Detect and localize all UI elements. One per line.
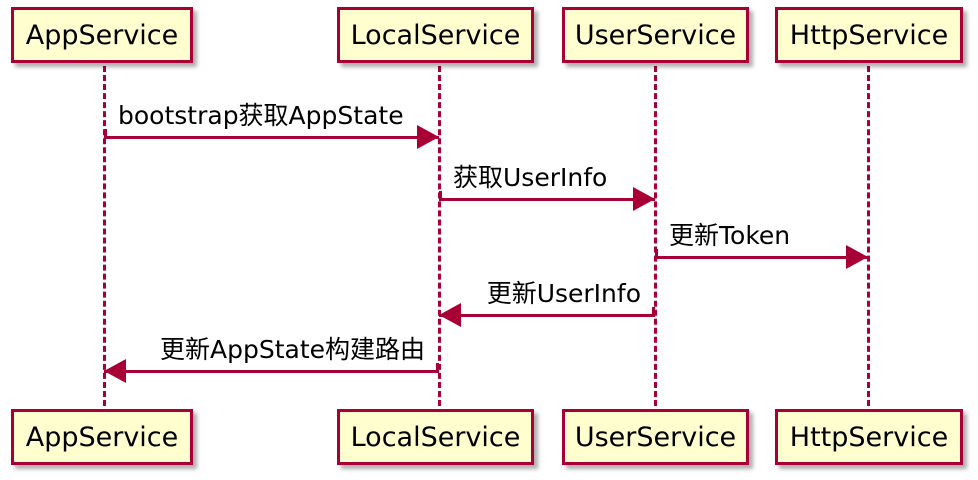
arrow-head-icon	[439, 303, 461, 327]
message-line	[104, 370, 439, 373]
participant-label: LocalService	[350, 421, 521, 453]
message-line	[439, 314, 655, 317]
message-line	[104, 136, 439, 139]
participant-user-bottom[interactable]: UserService	[562, 409, 749, 465]
message-label: 更新AppState构建路由	[159, 335, 425, 364]
participant-app-bottom[interactable]: AppService	[11, 409, 193, 465]
message-5-local-to-app[interactable]: 更新AppState构建路由	[104, 337, 439, 383]
participant-label: UserService	[574, 19, 737, 51]
lifeline-local	[438, 66, 441, 406]
participant-user-top[interactable]: UserService	[562, 7, 749, 63]
participant-local-bottom[interactable]: LocalService	[337, 409, 534, 465]
message-line	[439, 198, 655, 201]
participant-label: HttpService	[789, 421, 949, 453]
message-origin-nub	[655, 249, 658, 259]
message-label: 获取UserInfo	[453, 163, 608, 192]
message-origin-nub	[439, 191, 442, 201]
message-label: bootstrap获取AppState	[118, 101, 404, 130]
message-2-local-to-user[interactable]: 获取UserInfo	[439, 165, 655, 211]
participant-label: LocalService	[350, 19, 521, 51]
arrow-head-icon	[104, 359, 126, 383]
message-label: 更新Token	[669, 221, 791, 250]
arrow-head-icon	[633, 187, 655, 211]
arrow-head-icon	[417, 125, 439, 149]
participant-label: HttpService	[789, 19, 949, 51]
message-origin-nub	[104, 129, 107, 139]
arrow-head-icon	[846, 245, 868, 269]
participant-http-bottom[interactable]: HttpService	[775, 409, 963, 465]
message-origin-nub	[436, 363, 439, 373]
message-4-user-to-local[interactable]: 更新UserInfo	[439, 281, 655, 327]
message-label: 更新UserInfo	[486, 279, 641, 308]
participant-label: UserService	[574, 421, 737, 453]
participant-http-top[interactable]: HttpService	[775, 7, 963, 63]
participant-app-top[interactable]: AppService	[11, 7, 193, 63]
lifeline-http	[867, 66, 870, 406]
participant-label: AppService	[25, 19, 179, 51]
lifeline-app	[103, 66, 106, 406]
participant-label: AppService	[25, 421, 179, 453]
message-line	[655, 256, 868, 259]
participant-local-top[interactable]: LocalService	[337, 7, 534, 63]
message-1-app-to-local[interactable]: bootstrap获取AppState	[104, 103, 439, 149]
message-origin-nub	[652, 307, 655, 317]
lifeline-user	[654, 66, 657, 406]
message-3-user-to-http[interactable]: 更新Token	[655, 223, 868, 269]
